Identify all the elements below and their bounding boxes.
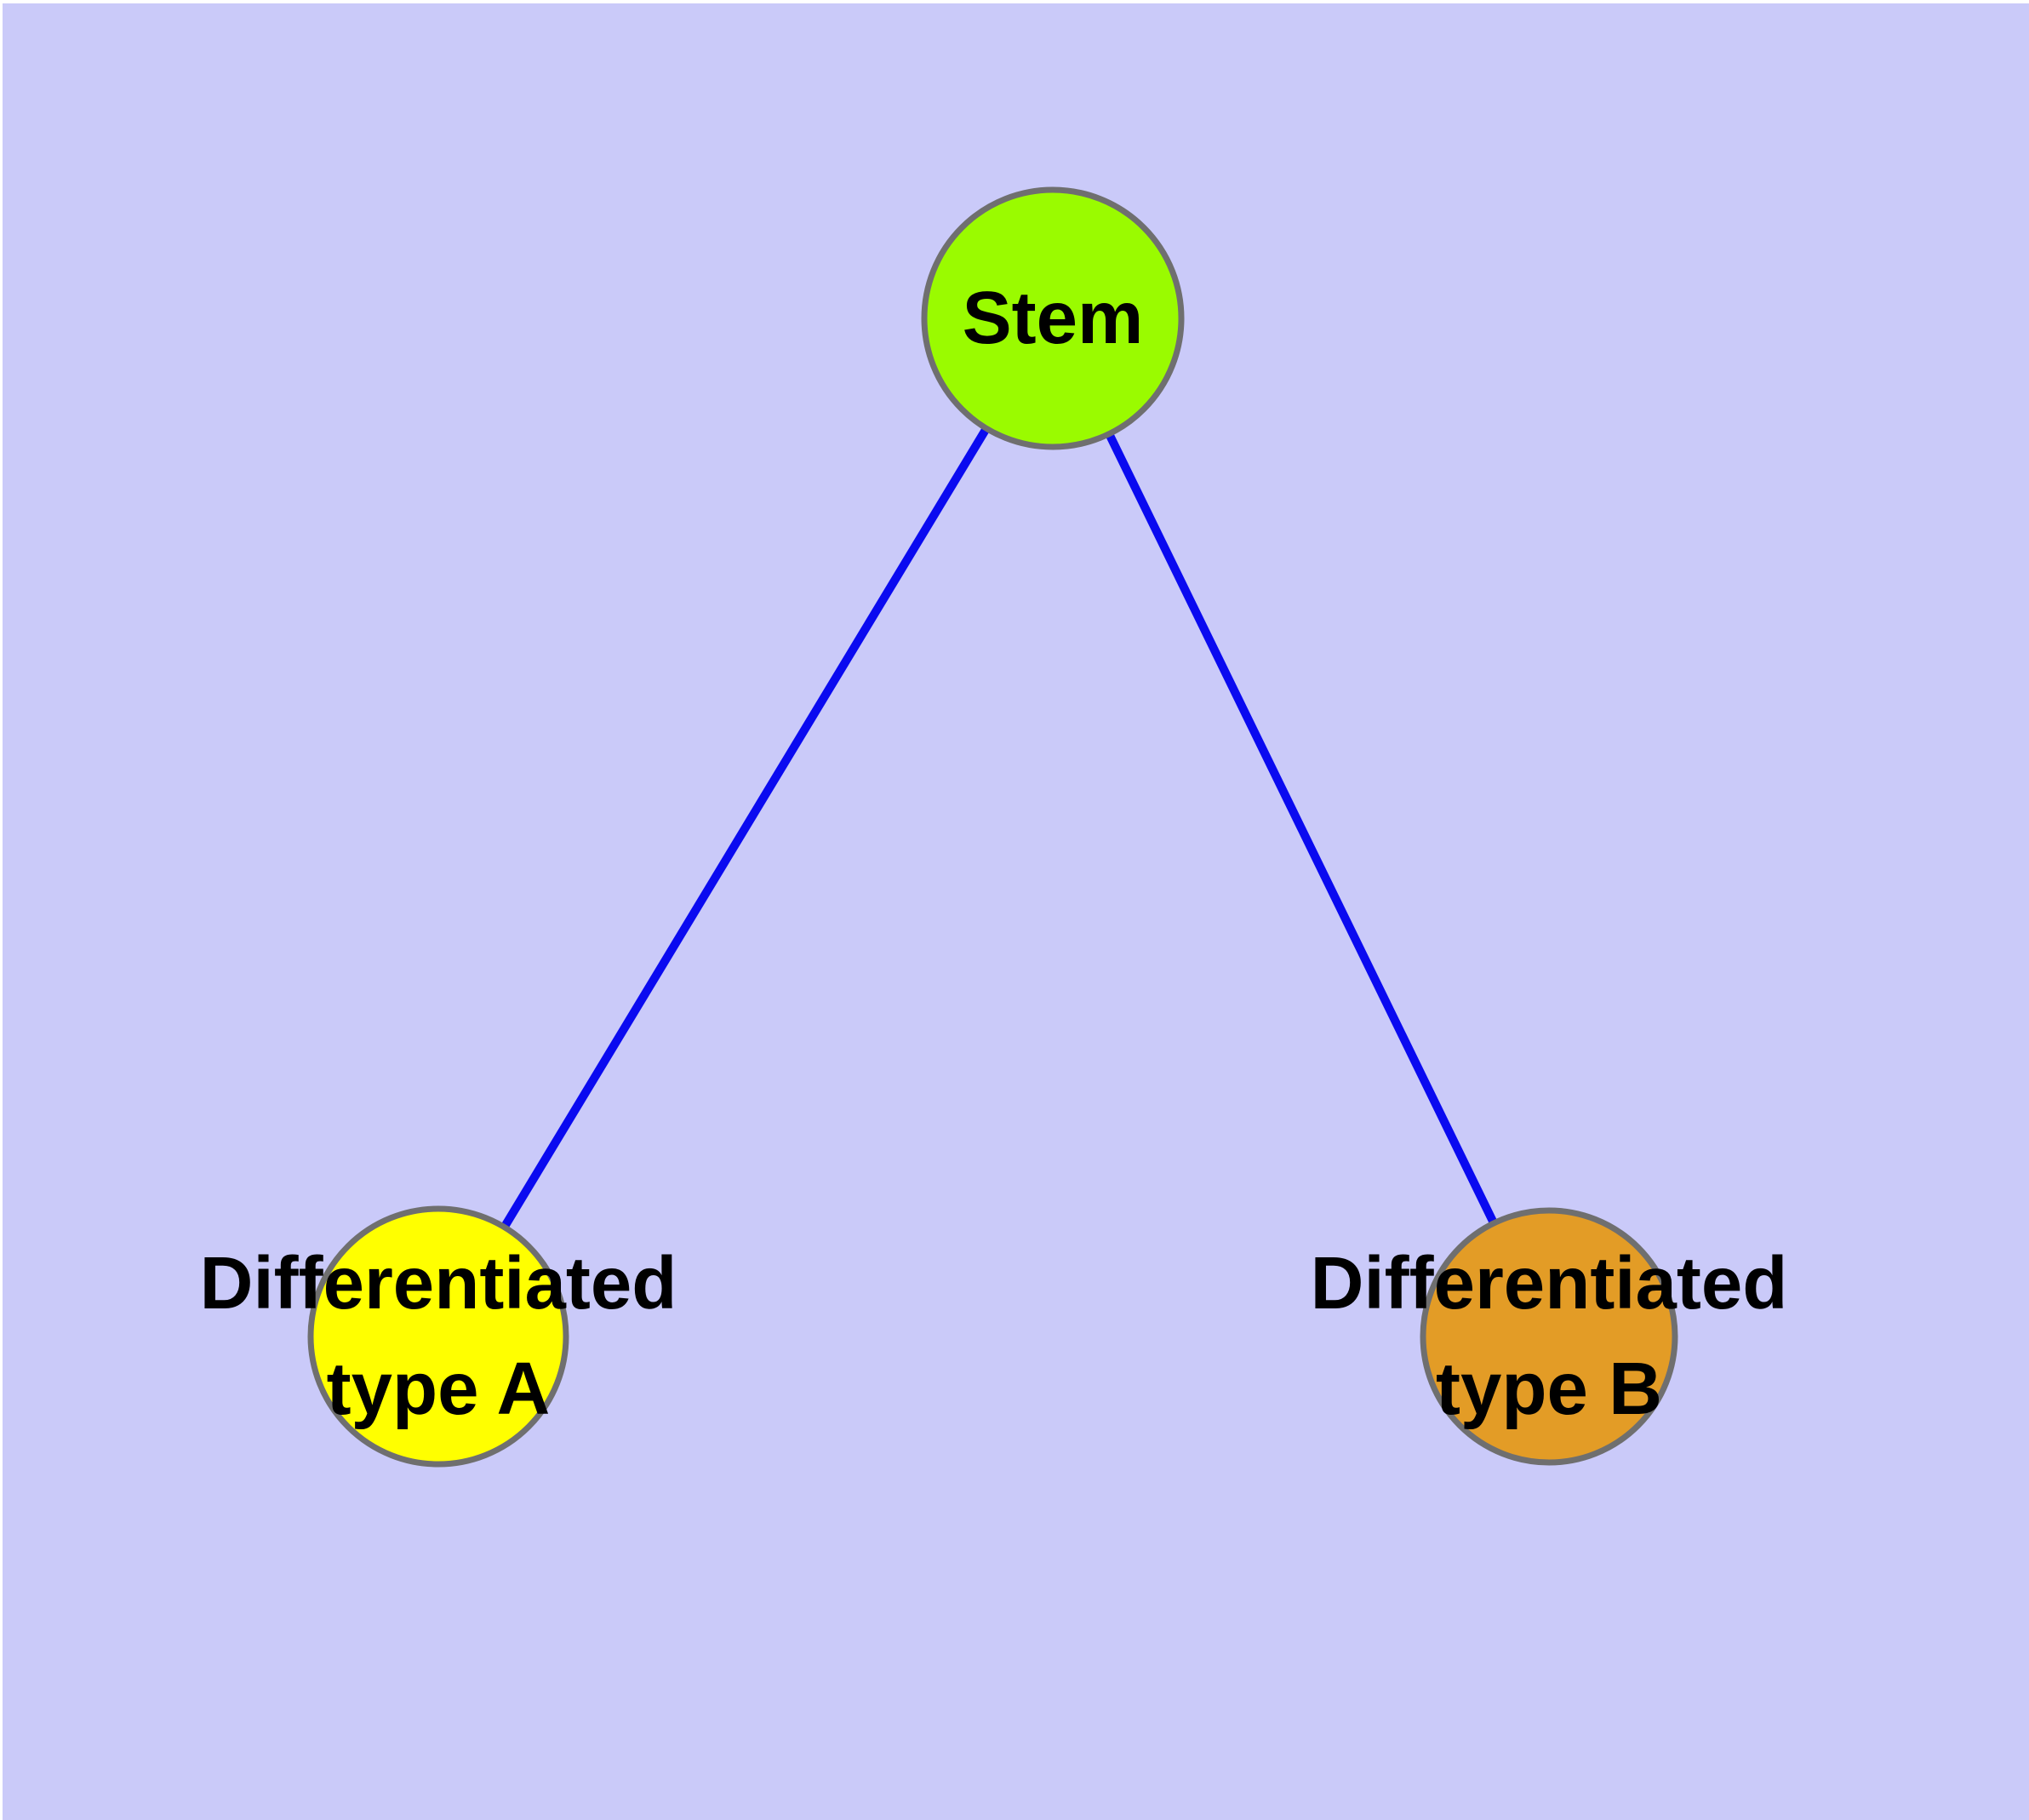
node-type-a-circle bbox=[307, 1205, 569, 1468]
node-type-b-circle bbox=[1420, 1207, 1678, 1466]
node-stem-circle bbox=[921, 186, 1185, 450]
edge-stem-type-b bbox=[1049, 316, 1553, 1339]
edge-stem-type-a bbox=[434, 316, 1057, 1339]
